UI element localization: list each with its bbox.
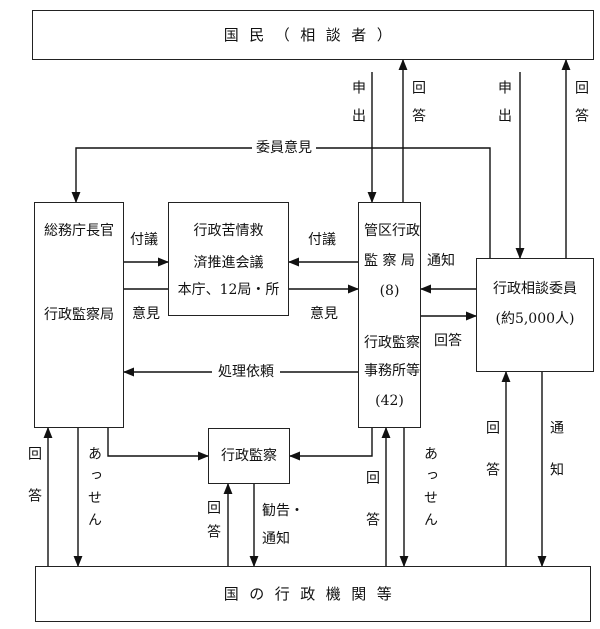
label-iken-1: 意見 (132, 306, 160, 322)
box-suishin-kaigi: 行政苦情救 済推進会議 本庁、12局・所 (168, 202, 289, 316)
top-box-kokumin: 国民（相談者） (32, 10, 594, 60)
label-assen-2: あっせん (422, 446, 438, 534)
box-kanku-kansatsu: 管区行政 監 察 局 (8) 行政監察 事務所等 (42) (358, 202, 421, 428)
label-kaitou-7: 回答 (484, 420, 500, 504)
arrow-kanku-kansatsu (288, 428, 373, 461)
kanku-line3: (8) (379, 283, 400, 299)
label-kaitou-5: 回答 (205, 500, 221, 548)
label-kankoku: 勧告・ (262, 503, 304, 519)
label-kaitou-1: 回答 (410, 80, 426, 136)
kanku-line6: (42) (375, 393, 404, 409)
kanku-line2: 監 察 局 (364, 253, 415, 269)
label-shori-irai: 処理依頼 (212, 364, 280, 380)
suishin-line3: 本庁、12局・所 (177, 282, 280, 298)
bottom-box-label: 国の行政機関等 (223, 585, 403, 603)
label-iin-iken: 委員意見 (252, 140, 316, 156)
label-fugi-2: 付議 (308, 232, 336, 248)
label-assen-1: あっせん (86, 446, 102, 534)
suishin-line1: 行政苦情救 (193, 223, 264, 239)
box-soudan-iin: 行政相談委員 (約5,000人) (476, 258, 594, 372)
label-iken-2: 意見 (310, 306, 338, 322)
label-kaitou-4: 回答 (26, 446, 42, 530)
label-fugi-1: 付議 (130, 232, 158, 248)
iin-line2: (約5,000人) (495, 311, 575, 327)
kanku-line4: 行政監察 (364, 335, 420, 351)
kanku-line1: 管区行政 (364, 223, 420, 239)
somucho-line1: 総務庁長官 (44, 223, 114, 239)
box-gyousei-kansatsu: 行政監察 (208, 428, 290, 484)
label-kaitou-2: 回答 (573, 80, 589, 136)
label-kankoku-tsuuchi: 通知 (262, 531, 290, 547)
box-somucho: 総務庁長官 行政監察局 (34, 202, 124, 428)
somucho-line2: 行政監察局 (44, 307, 114, 323)
label-kaitou-6: 回答 (364, 470, 380, 554)
label-moushide-1: 申出 (350, 80, 366, 136)
bottom-box-gyousei-kikan: 国の行政機関等 (35, 566, 591, 622)
label-tsuuchi-1: 通知 (427, 253, 455, 269)
kansatsu-label: 行政監察 (221, 448, 277, 464)
arrow-somucho-kansatsu (107, 428, 210, 461)
top-box-label: 国民（相談者） (223, 26, 403, 44)
suishin-line2: 済推進会議 (193, 255, 264, 271)
label-tsuuchi-2: 通知 (548, 420, 564, 504)
kanku-line5: 事務所等 (364, 363, 420, 379)
label-kaitou-3: 回答 (434, 333, 462, 349)
label-moushide-2: 申出 (496, 80, 512, 136)
iin-line1: 行政相談委員 (493, 281, 577, 297)
